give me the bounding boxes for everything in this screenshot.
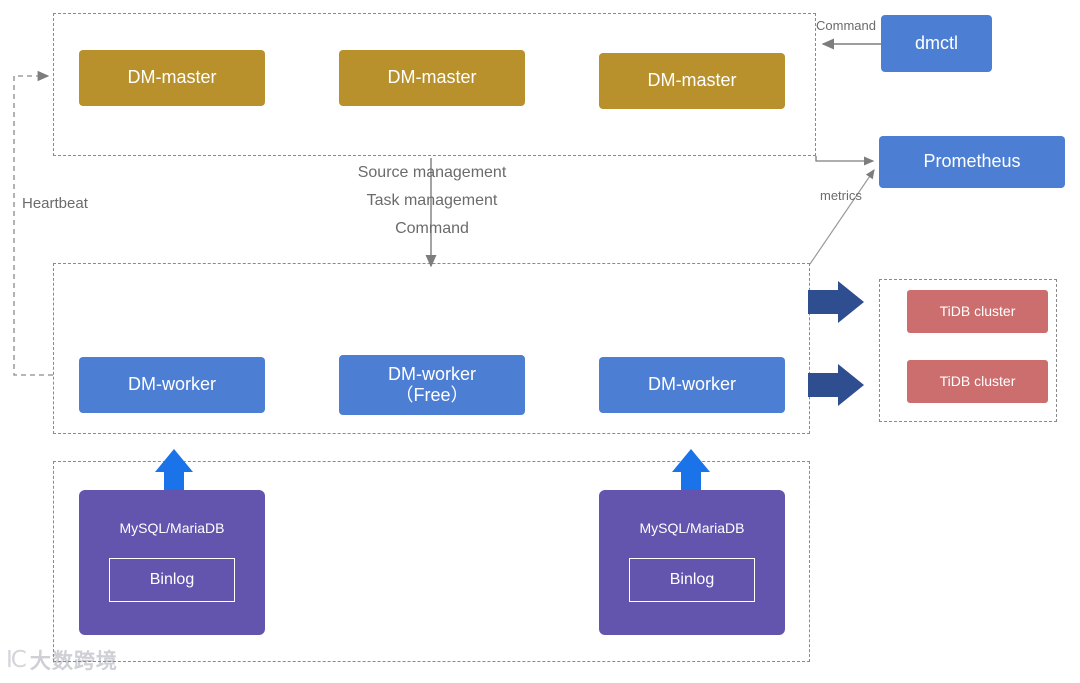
- dm-master-node-3[interactable]: DM-master: [599, 53, 785, 109]
- dmctl-node[interactable]: dmctl: [881, 15, 992, 72]
- center-label-command: Command: [395, 220, 469, 237]
- mysql-mariadb-title-1: MySQL/MariaDB: [119, 520, 225, 536]
- dm-worker-free-label-line1: DM-worker: [388, 363, 476, 384]
- mysql-mariadb-title-2: MySQL/MariaDB: [639, 520, 745, 536]
- center-label-task-management: Task management: [366, 192, 498, 209]
- command-edge-label: Command: [816, 18, 876, 33]
- metrics-edge-label: metrics: [820, 188, 862, 203]
- dm-worker-node-3[interactable]: DM-worker: [599, 357, 785, 413]
- dm-master-node-1[interactable]: DM-master: [79, 50, 265, 106]
- tidb-cluster-node-1[interactable]: TiDB cluster: [907, 290, 1048, 333]
- binlog-box-2[interactable]: Binlog: [629, 558, 755, 602]
- heartbeat-connector: [13, 70, 53, 376]
- center-label-source-management: Source management: [357, 164, 507, 181]
- dm-master-group-container: [53, 13, 816, 156]
- mysql-mariadb-node-2[interactable]: MySQL/MariaDB Binlog: [599, 490, 785, 635]
- prometheus-node[interactable]: Prometheus: [879, 136, 1065, 188]
- binlog-box-1[interactable]: Binlog: [109, 558, 235, 602]
- heartbeat-edge-label: Heartbeat: [22, 195, 88, 212]
- dm-worker-node-1[interactable]: DM-worker: [79, 357, 265, 413]
- dm-worker-free-label-line2: （Free）: [395, 385, 469, 405]
- upstream-source-group-container: [53, 461, 810, 662]
- tidb-cluster-group-container: [879, 279, 1057, 422]
- mysql-mariadb-node-1[interactable]: MySQL/MariaDB Binlog: [79, 490, 265, 635]
- worker-to-tidb-arrow-2: [808, 364, 864, 406]
- worker-to-tidb-arrow-1: [808, 281, 864, 323]
- master-metrics-connector: [815, 156, 875, 166]
- dm-master-node-2[interactable]: DM-master: [339, 50, 525, 106]
- tidb-cluster-node-2[interactable]: TiDB cluster: [907, 360, 1048, 403]
- watermark-logo-icon: IC: [6, 647, 27, 673]
- dm-worker-node-free[interactable]: DM-worker （Free）: [339, 355, 525, 415]
- worker-metrics-connector: [809, 169, 875, 265]
